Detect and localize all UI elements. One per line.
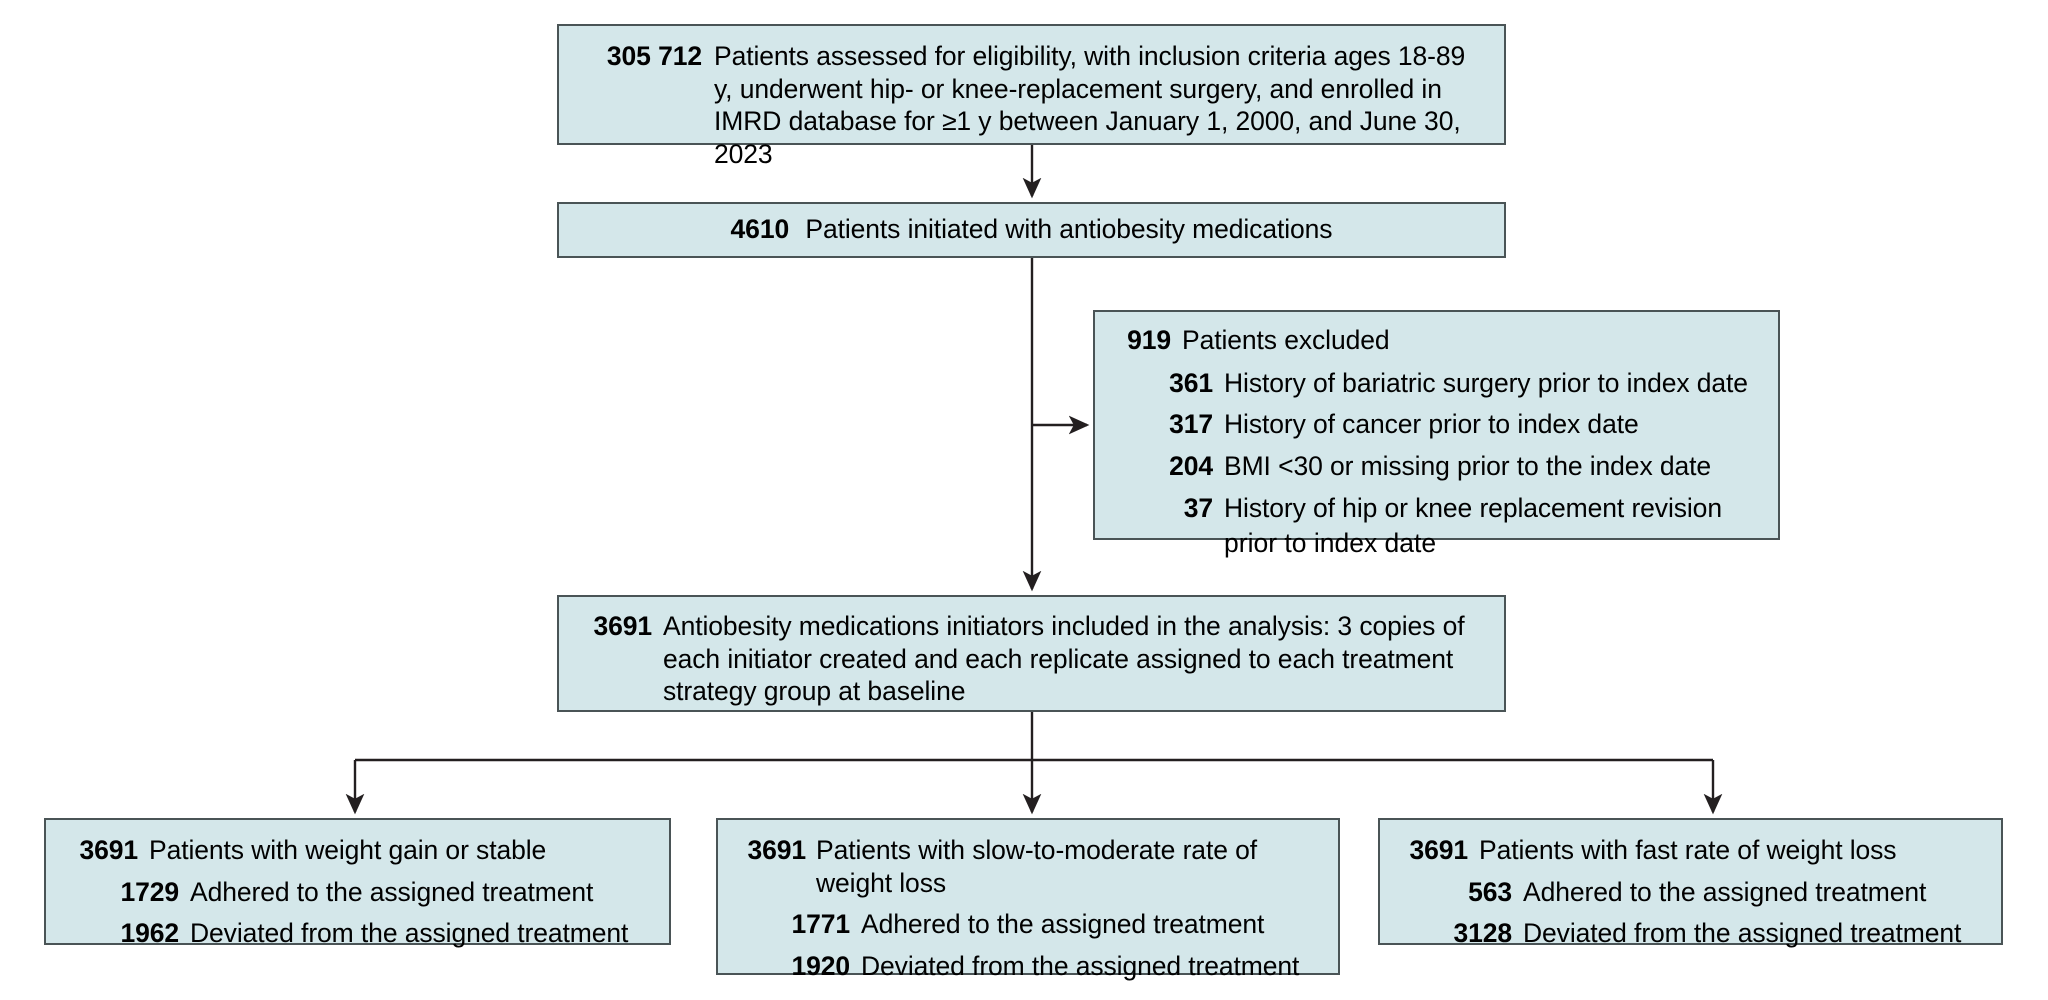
arm-gain-row-text: Adhered to the assigned treatment <box>190 876 594 907</box>
exclusion-reason-text: History of hip or knee replacement revis… <box>1224 492 1722 523</box>
box-eligibility: 305 712 Patients assessed for eligibilit… <box>557 24 1506 169</box>
eligibility-text: Patients assessed for eligibility, with … <box>714 41 1466 170</box>
arm-gain-entry: 3691 Patients with weight gain or stable <box>64 834 653 867</box>
excluded-count: 919 <box>1127 325 1171 355</box>
arm-fast-row-text: Deviated from the assigned treatment <box>1523 918 1962 949</box>
arm-fast-row-count: 563 <box>1468 876 1512 907</box>
exclusion-reason-count: 204 <box>1169 451 1213 482</box>
initiated-text: Patients initiated with antiobesity medi… <box>805 214 1333 244</box>
analysis-text: Antiobesity medications initiators inclu… <box>663 611 1465 707</box>
arm-slow-row: 1771 Adhered to the assigned treatment <box>734 908 1326 941</box>
exclusion-reason: 317 History of cancer prior to index dat… <box>1117 408 1762 441</box>
arm-slow-row: 1920 Deviated from the assigned treatmen… <box>734 950 1326 983</box>
exclusion-reason-continuation: prior to index date <box>1224 527 1437 558</box>
arm-gain-count: 3691 <box>79 835 138 865</box>
arm-gain-row-count: 1729 <box>120 876 179 907</box>
exclusion-reason: 204 BMI <30 or missing prior to the inde… <box>1117 450 1762 483</box>
excluded-text: Patients excluded <box>1182 325 1390 355</box>
excluded-entry: 919 Patients excluded <box>1117 324 1762 357</box>
box-analysis: 3691 Antiobesity medications initiators … <box>557 595 1506 712</box>
arm-gain-text: Patients with weight gain or stable <box>149 835 547 865</box>
exclusion-reason-text: BMI <30 or missing prior to the index da… <box>1224 451 1712 482</box>
initiated-entry: 4610 Patients initiated with antiobesity… <box>559 213 1504 246</box>
box-excluded: 919 Patients excluded 361 History of bar… <box>1093 310 1780 558</box>
exclusion-reason: 37 History of hip or knee replacement re… <box>1117 492 1762 525</box>
box-arm-slow-moderate: 3691 Patients with slow-to-moderate rate… <box>716 818 1340 981</box>
arm-slow-text: Patients with slow-to-moderate rate of w… <box>816 835 1258 898</box>
eligibility-entry: 305 712 Patients assessed for eligibilit… <box>580 40 1484 171</box>
arm-gain-row: 1729 Adhered to the assigned treatment <box>64 876 653 909</box>
exclusion-reason-text: History of cancer prior to index date <box>1224 409 1639 440</box>
analysis-count: 3691 <box>593 611 652 641</box>
box-initiated: 4610 Patients initiated with antiobesity… <box>557 202 1506 258</box>
arm-slow-row-text: Deviated from the assigned treatment <box>861 951 1300 982</box>
exclusion-reason-count: 317 <box>1169 409 1213 440</box>
exclusion-reason-count: 37 <box>1183 492 1213 523</box>
arm-slow-count: 3691 <box>747 835 806 865</box>
arm-slow-entry: 3691 Patients with slow-to-moderate rate… <box>734 834 1326 899</box>
arm-slow-row-text: Adhered to the assigned treatment <box>861 909 1265 940</box>
arm-fast-count: 3691 <box>1409 835 1468 865</box>
arm-fast-row: 563 Adhered to the assigned treatment <box>1396 876 1989 909</box>
arm-gain-row-count: 1962 <box>120 918 179 949</box>
arm-slow-row-count: 1920 <box>791 951 850 982</box>
arm-slow-row-count: 1771 <box>791 909 850 940</box>
box-arm-fast: 3691 Patients with fast rate of weight l… <box>1378 818 2003 948</box>
arm-fast-row-text: Adhered to the assigned treatment <box>1523 876 1927 907</box>
analysis-entry: 3691 Antiobesity medications initiators … <box>580 610 1484 708</box>
exclusion-reason-count: 361 <box>1169 367 1213 398</box>
arm-fast-entry: 3691 Patients with fast rate of weight l… <box>1396 834 1989 867</box>
initiated-count: 4610 <box>730 214 790 244</box>
arm-fast-row-count: 3128 <box>1453 918 1512 949</box>
exclusion-reason-text: History of bariatric surgery prior to in… <box>1224 367 1748 398</box>
arm-fast-text: Patients with fast rate of weight loss <box>1479 835 1897 865</box>
arm-fast-row: 3128 Deviated from the assigned treatmen… <box>1396 917 1989 950</box>
box-arm-weight-gain: 3691 Patients with weight gain or stable… <box>44 818 671 948</box>
arm-gain-row-text: Deviated from the assigned treatment <box>190 918 629 949</box>
arm-gain-row: 1962 Deviated from the assigned treatmen… <box>64 917 653 950</box>
exclusion-reason: 361 History of bariatric surgery prior t… <box>1117 367 1762 400</box>
eligibility-count: 305 712 <box>606 41 702 71</box>
